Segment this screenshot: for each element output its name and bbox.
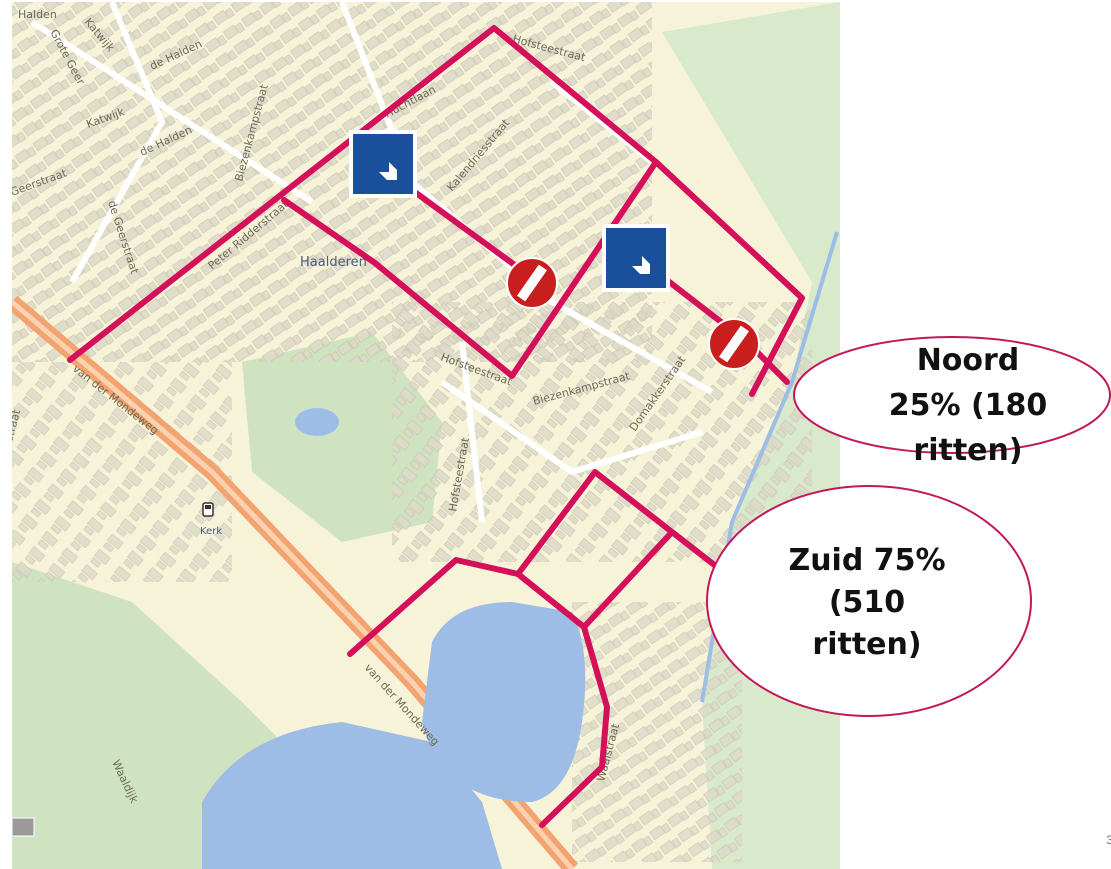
buildings-south [572,602,742,862]
callout-zuid-line: (510 [828,585,906,620]
no-entry-sign-icon [708,318,760,370]
place-label-haalderen: Haalderen [300,255,367,270]
callout-zuid: Zuid 75% (510 ritten) [752,540,982,666]
street-label: straat [12,407,23,442]
callout-noord-line: ritten) [913,433,1023,468]
layer-toggle-button[interactable] [12,817,35,837]
map[interactable]: Halden Katwijk Grote Geer de Halden Katw… [12,2,840,869]
callout-noord-line: Noord [916,343,1020,378]
one-way-arrow-sign-icon [602,224,670,292]
route-south [347,469,720,828]
callout-noord-bubble [793,336,1111,454]
callout-zuid-line: ritten) [812,627,922,662]
no-entry-sign-icon [506,257,558,309]
street-label: Halden [18,8,57,21]
callout-noord: Noord 25% (180 ritten) [878,338,1058,473]
place-label-kerk: Kerk [200,526,222,537]
callout-noord-line: 25% (180 [888,388,1048,423]
pond [295,408,339,436]
lake-south [202,722,502,869]
bus-stop-icon [202,502,214,517]
one-way-arrow-sign-icon [349,130,417,198]
callout-zuid-bubble [706,485,1032,717]
callout-zuid-line: Zuid 75% [788,543,946,578]
page-number: 3 [1106,833,1111,847]
lake-north [422,602,586,802]
